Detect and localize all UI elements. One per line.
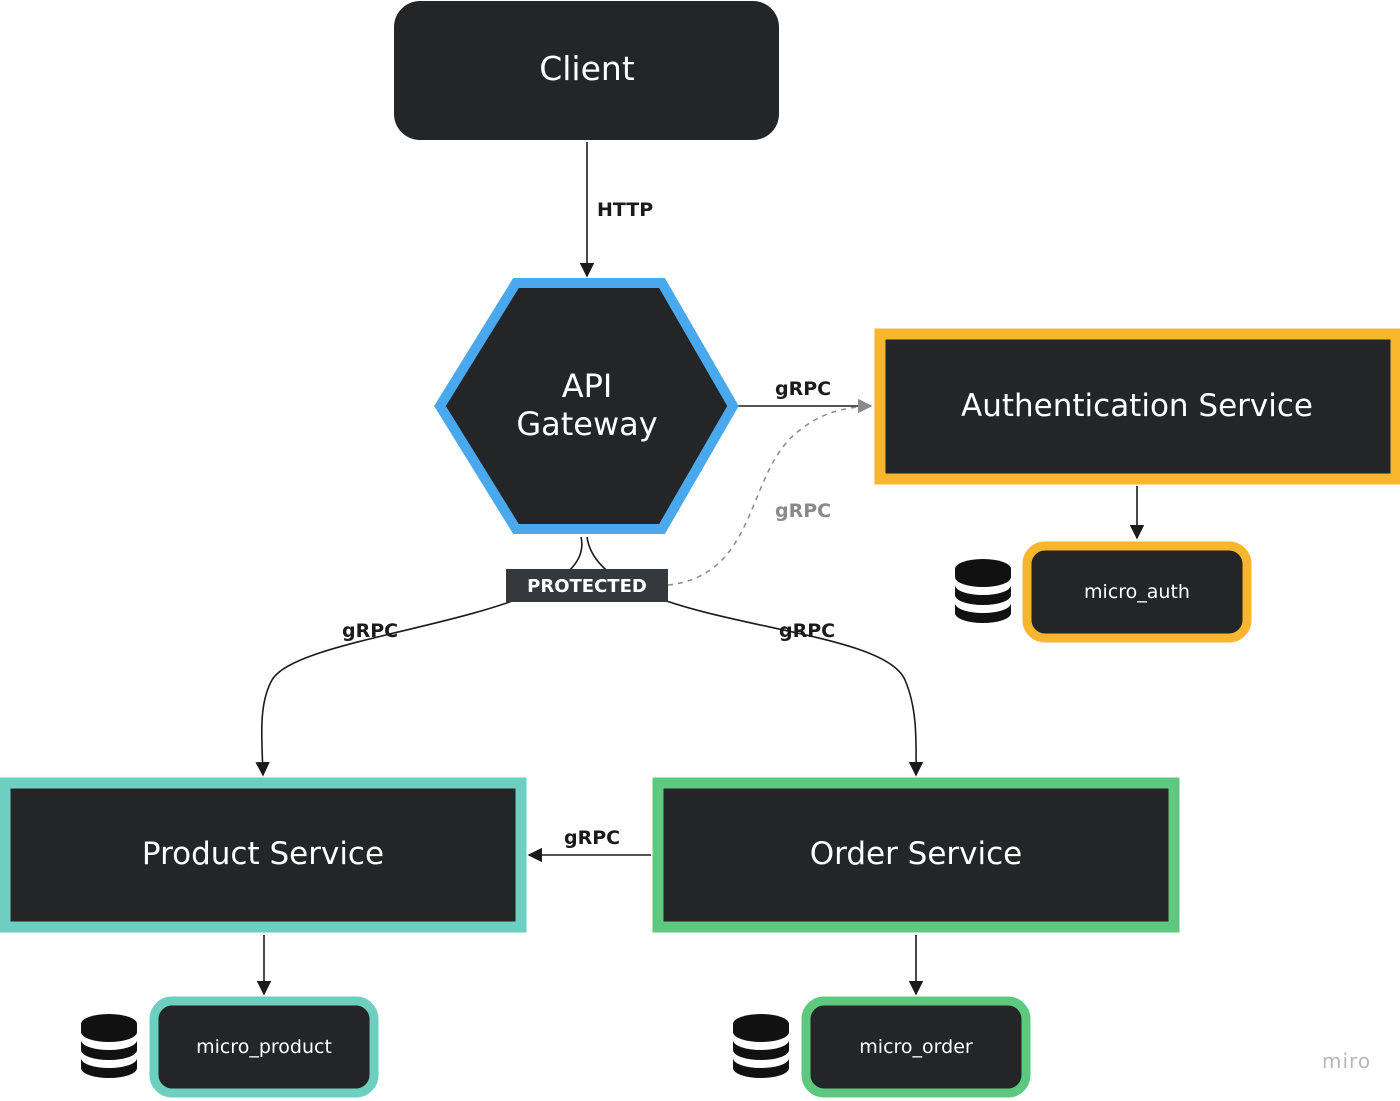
protected-tag-label: PROTECTED: [527, 576, 647, 597]
edge-protected-to-auth: [667, 405, 869, 586]
product-service-label: Product Service: [142, 836, 384, 872]
database-icon: [955, 559, 1011, 623]
order-service-node[interactable]: Order Service: [652, 777, 1180, 933]
edge-label-grpc-auth: gRPC: [775, 378, 831, 400]
edge-label-grpc-protected: gRPC: [775, 500, 831, 522]
db-product-label: micro_product: [196, 1036, 332, 1058]
api-gateway-label-line1: API: [562, 367, 613, 405]
database-icon: [81, 1014, 137, 1078]
db-order-label: micro_order: [859, 1036, 973, 1058]
db-auth-label: micro_auth: [1084, 581, 1190, 603]
auth-service-node[interactable]: Authentication Service: [874, 328, 1400, 485]
edge-label-http: HTTP: [597, 199, 653, 221]
api-gateway-label-line2: Gateway: [516, 405, 657, 443]
miro-watermark: miro: [1322, 1049, 1371, 1073]
edge-label-grpc-order: gRPC: [779, 620, 835, 642]
db-auth-group[interactable]: micro_auth: [955, 541, 1252, 643]
db-order-group[interactable]: micro_order: [733, 996, 1031, 1098]
edge-label-grpc-order-product: gRPC: [564, 827, 620, 849]
auth-service-label: Authentication Service: [961, 388, 1313, 424]
client-node[interactable]: Client: [394, 1, 779, 140]
api-gateway-node[interactable]: API Gateway: [434, 278, 739, 534]
db-product-group[interactable]: micro_product: [81, 996, 379, 1098]
protected-tag: PROTECTED: [506, 569, 668, 602]
client-label: Client: [539, 49, 635, 88]
database-icon: [733, 1014, 789, 1078]
product-service-node[interactable]: Product Service: [0, 777, 527, 933]
order-service-label: Order Service: [810, 836, 1023, 872]
edge-labels: HTTP gRPC gRPC gRPC gRPC gRPC: [342, 199, 835, 849]
edge-label-grpc-product: gRPC: [342, 620, 398, 642]
